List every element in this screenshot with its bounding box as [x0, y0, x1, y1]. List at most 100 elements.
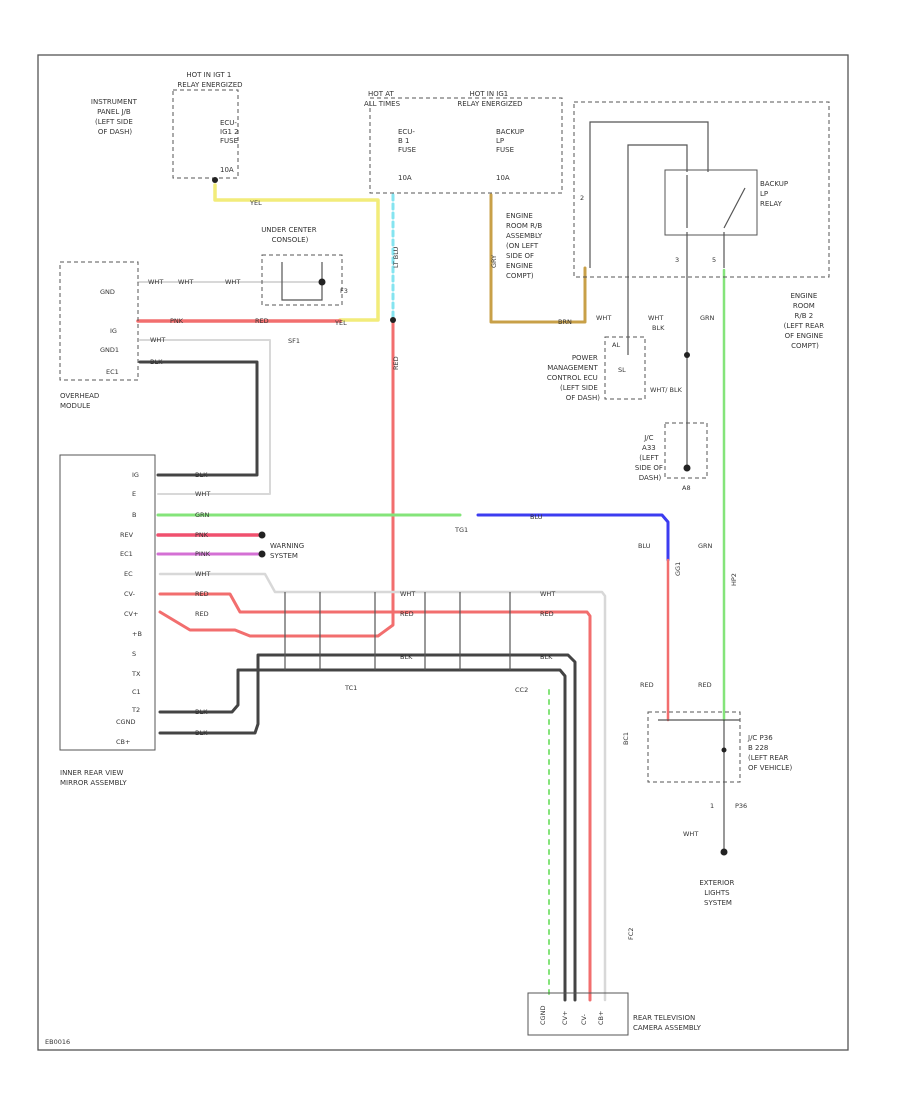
- mirror-terminal: CV+: [124, 610, 138, 618]
- wire-label: WHT: [195, 490, 210, 498]
- camera-label: REAR TELEVISION CAMERA ASSEMBLY: [633, 1014, 702, 1032]
- wire-label: RED: [540, 610, 554, 618]
- connector-label: A8: [682, 484, 691, 492]
- pm-ecu-label: POWER MANAGEMENT CONTROL ECU (LEFT SIDE …: [547, 354, 600, 402]
- diagram-frame: [37, 54, 849, 1051]
- camera-terminal: CB+: [597, 1011, 605, 1025]
- engine-rb2-box: [573, 101, 830, 278]
- mirror-terminal: B: [132, 511, 136, 519]
- overhead-terminal: EC1: [106, 368, 119, 376]
- camera-terminal: CV+: [561, 1011, 569, 1025]
- wire-blk-ovh: [138, 360, 259, 477]
- camera-terminal: CGND: [539, 1006, 547, 1025]
- wire-label: BLK: [195, 708, 208, 716]
- mirror-terminal: CGND: [116, 718, 135, 726]
- connector-label: SF1: [288, 337, 300, 345]
- connector-label: GG1: [674, 562, 682, 576]
- fuse-ecuig1-label: ECU- IG1 2 FUSE 10A: [220, 119, 241, 174]
- relay-feed-2: [627, 144, 688, 268]
- connector-label: P36: [735, 802, 747, 810]
- pm-ecu-terminal: SL: [618, 366, 626, 374]
- mirror-terminal: EC1: [120, 550, 133, 558]
- mirror-terminal: E: [132, 490, 136, 498]
- wire-label: PNK: [195, 531, 209, 539]
- wire-label: BLK: [652, 324, 665, 332]
- mirror-box: [59, 454, 156, 751]
- wire-label: GRY: [490, 255, 498, 268]
- junction-dots: [212, 177, 728, 856]
- junction-dot: [720, 848, 728, 856]
- wire-label: YEL: [334, 319, 347, 327]
- mirror-terminal: CV-: [124, 590, 136, 598]
- mirror-terminal: CB+: [116, 738, 130, 746]
- overhead-terminals: GND IG GND1 EC1: [100, 288, 119, 376]
- component-layer: [59, 89, 830, 1036]
- mirror-terminal: +B: [132, 630, 142, 638]
- connector-label: HP2: [730, 573, 738, 586]
- wire-wht-cv: [158, 572, 607, 1002]
- wire-label: RED: [698, 681, 712, 689]
- wire-label: RED: [255, 317, 269, 325]
- wire-label: WHT: [225, 278, 240, 286]
- wire-label: WHT: [540, 590, 555, 598]
- ipjb-label: INSTRUMENT PANEL J/B (LEFT SIDE OF DASH): [91, 98, 139, 136]
- engine-room-rb-box: [369, 97, 563, 194]
- wire-label: LT BLU: [392, 246, 400, 268]
- wire-label: WHT: [148, 278, 163, 286]
- wire-label: WHT/ BLK: [650, 386, 683, 394]
- mirror-terminals: IG E B REV EC1 EC CV- CV+ +B S TX C1 T2 …: [116, 471, 142, 746]
- junction-dot: [683, 464, 691, 472]
- wire-label: BLK: [400, 653, 413, 661]
- wire-red-main: [158, 320, 395, 638]
- pm-ecu-box: [604, 336, 646, 400]
- overhead-terminal: IG: [110, 327, 117, 335]
- wire-label: RED: [392, 356, 400, 370]
- wire-label: BLK: [540, 653, 553, 661]
- hot-at-label: HOT AT ALL TIMES: [364, 90, 401, 108]
- connector-label: 1: [710, 802, 714, 810]
- junction-dot: [258, 531, 266, 539]
- connector-label: FC2: [627, 928, 635, 940]
- wire-label: PNK: [170, 317, 184, 325]
- wire-label: BLK: [195, 729, 208, 737]
- overhead-terminal: GND1: [100, 346, 119, 354]
- wire-blu: [476, 513, 670, 562]
- backup-relay-box: [664, 169, 758, 236]
- wire-layer: [136, 183, 726, 1002]
- wire-label: WHT: [400, 590, 415, 598]
- junction-dot: [258, 550, 266, 558]
- connector-label: TG1: [454, 526, 468, 534]
- wire-label: WHT: [683, 830, 698, 838]
- thin-wire-layer: [281, 121, 758, 850]
- wire-label: RED: [400, 610, 414, 618]
- warning-label: WARNING SYSTEM: [270, 542, 306, 560]
- connector-label: TC1: [344, 684, 357, 692]
- wire-label: GRN: [195, 511, 210, 519]
- camera-terminal: CV-: [580, 1013, 588, 1025]
- engine-room-rb-label: ENGINE ROOM R/B ASSEMBLY (ON LEFT SIDE O…: [506, 212, 544, 280]
- wire-label: BLK: [195, 471, 208, 479]
- wire-label: GRN: [698, 542, 713, 550]
- junction-dot: [212, 177, 218, 183]
- ipjb-box: [172, 89, 239, 179]
- camera-terminals: CGND CV+ CV- CB+: [539, 1006, 605, 1025]
- diagram-code: EB0016: [45, 1038, 70, 1046]
- wire-label: BLK: [150, 358, 163, 366]
- ext-lights-label: EXTERIOR LIGHTS SYSTEM: [699, 879, 736, 907]
- wire-label: PINK: [195, 550, 211, 558]
- overhead-label: OVERHEAD MODULE: [60, 392, 102, 410]
- mirror-label: INNER REAR VIEW MIRROR ASSEMBLY: [60, 769, 127, 787]
- mirror-terminal: S: [132, 650, 136, 658]
- connector-label: 3: [675, 256, 679, 264]
- fuse-ecub-label: ECU- B 1 FUSE 10A: [398, 128, 418, 182]
- junction-dot: [721, 747, 727, 753]
- jc-a33-box: [664, 422, 708, 479]
- wire-label: WHT: [150, 336, 165, 344]
- wire-label: RED: [195, 590, 209, 598]
- wire-red-cv: [158, 592, 592, 1002]
- wire-label: GRN: [700, 314, 715, 322]
- junction-dot: [318, 278, 326, 286]
- relay-switch: [723, 187, 746, 229]
- mirror-terminal: REV: [120, 531, 134, 539]
- wire-brn: [489, 193, 587, 324]
